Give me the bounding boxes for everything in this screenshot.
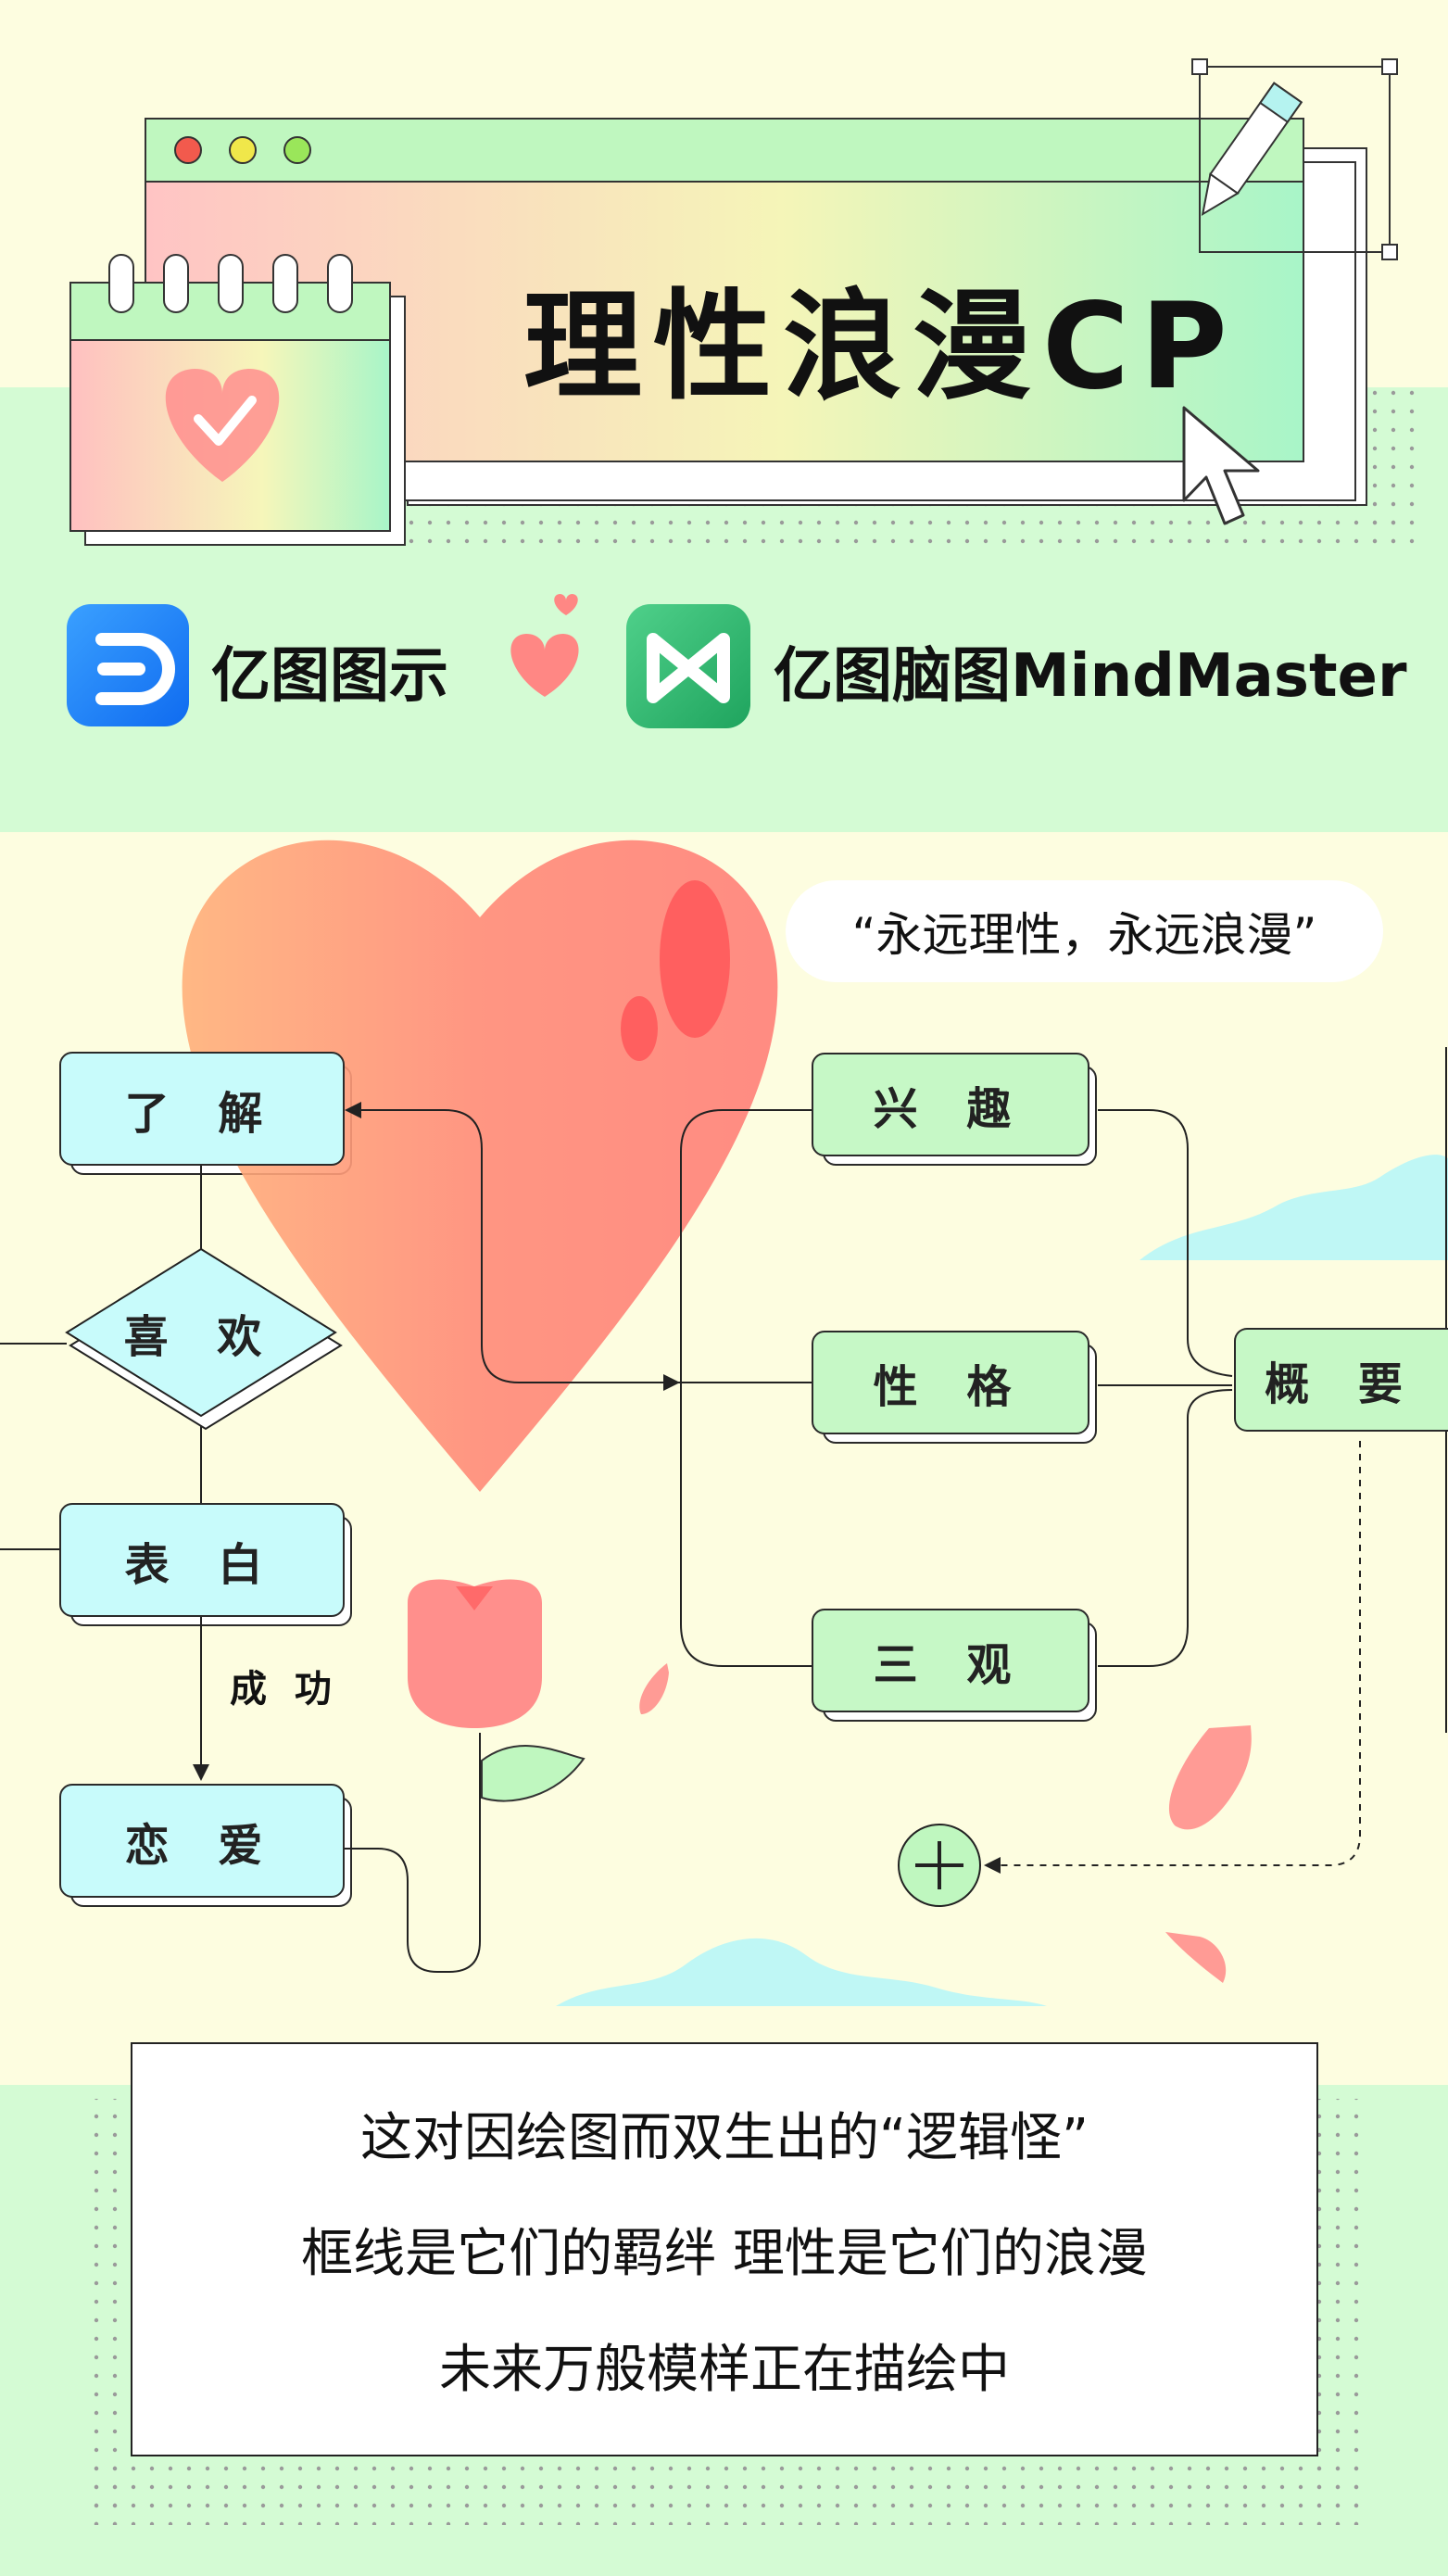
page-title: 理性浪漫CP <box>523 278 1239 416</box>
caption-line-2: 框线是它们的羁绊 理性是它们的浪漫 <box>301 2224 1148 2284</box>
node-interest[interactable]: 兴 趣 <box>812 1053 1097 1166</box>
node-love[interactable]: 恋 爱 <box>59 1784 352 1907</box>
quote-bubble: “永远理性，永远浪漫” <box>786 880 1383 982</box>
caption-box: 这对因绘图而双生出的“逻辑怪” 框线是它们的羁绊 理性是它们的浪漫 未来万般模样… <box>132 2043 1317 2456</box>
success-label: 成 功 <box>230 1668 339 1711</box>
brand-edraw-label: 亿图图示 <box>211 642 448 711</box>
add-node-button[interactable] <box>899 1825 980 1906</box>
caption-line-1: 这对因绘图而双生出的“逻辑怪” <box>359 2108 1089 2168</box>
node-personality[interactable]: 性 格 <box>812 1331 1097 1444</box>
heart-icon <box>500 593 593 700</box>
node-like[interactable]: 喜 欢 <box>123 1311 279 1363</box>
caption-line-3: 未来万般模样正在描绘中 <box>439 2340 1010 2400</box>
node-summary[interactable]: 概 要 <box>1234 1328 1448 1432</box>
brand-mindmaster-label: 亿图脑图MindMaster <box>774 642 1407 711</box>
edraw-logo-icon <box>67 604 189 726</box>
mindmaster-logo-icon <box>626 604 750 728</box>
node-understand[interactable]: 了 解 <box>59 1052 352 1175</box>
node-values[interactable]: 三 观 <box>812 1609 1097 1722</box>
quote-text: “永远理性，永远浪漫” <box>851 908 1317 962</box>
node-confess[interactable]: 表 白 <box>59 1503 352 1626</box>
